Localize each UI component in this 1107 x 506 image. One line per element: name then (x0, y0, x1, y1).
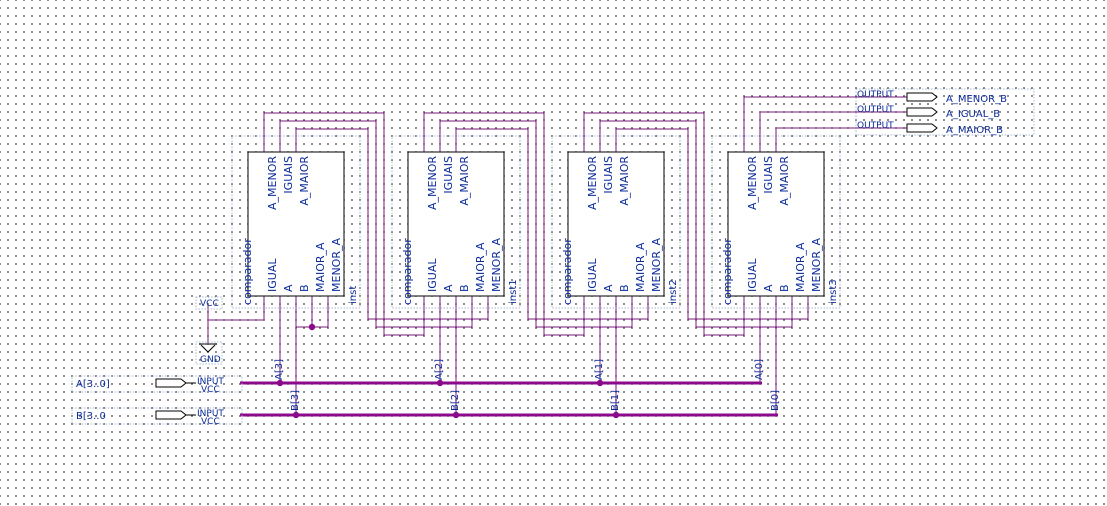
junction-dot (276, 379, 284, 387)
pin-label-igual: IGUAL (746, 258, 759, 292)
bus-tap-label: A[0] (754, 359, 765, 380)
comparador-block-3[interactable]: A_MENOR IGUAIS A_MAIOR comparador IGUAL … (711, 135, 841, 309)
input-pin-a[interactable]: A[3..0] INPUT VCC (71, 375, 243, 395)
block-type-label: comparador (401, 238, 414, 305)
junction-dot (596, 379, 604, 387)
comparador-block-1[interactable]: A_MENOR IGUAIS A_MAIOR comparador IGUAL … (391, 135, 521, 309)
pin-label-maior-a: MAIOR_A (474, 242, 487, 292)
vcc-symbol[interactable]: VCC (195, 296, 223, 310)
block-type-label: comparador (721, 238, 734, 305)
output-pin-a-igual-b[interactable]: OUTPUT A_IGUAL_B (857, 105, 1000, 120)
pin-label-iguais: IGUAIS (762, 156, 775, 194)
pin-label-iguais: IGUAIS (282, 156, 295, 194)
pin-label-menor-a: MENOR_A (330, 238, 343, 292)
junction-dot (292, 411, 300, 419)
pin-label-a: A (442, 284, 455, 292)
pin-label-iguais: IGUAIS (602, 156, 615, 194)
pin-label-a-maior: A_MAIOR (778, 156, 791, 206)
input-type: INPUT (197, 377, 224, 387)
instance-label: inst1 (508, 279, 519, 304)
pin-label-a-menor: A_MENOR (266, 156, 279, 210)
instance-label: inst (348, 286, 359, 304)
junction-dots (276, 323, 620, 419)
vcc-label: VCC (200, 299, 219, 309)
input-name: B[3..0 (76, 411, 106, 422)
input-default: VCC (201, 385, 220, 395)
gnd-symbol[interactable]: GND (195, 341, 223, 365)
comparador-block-2[interactable]: A_MENOR IGUAIS A_MAIOR comparador IGUAL … (551, 135, 681, 309)
pin-label-a: A (602, 284, 615, 292)
instance-label: inst3 (828, 279, 839, 304)
output-pin-a-menor-b[interactable]: OUTPUT A_MENOR_B (857, 90, 1007, 105)
bus-tap-label: B[0] (770, 390, 781, 411)
pin-label-igual: IGUAL (586, 258, 599, 292)
block-type-label: comparador (241, 238, 254, 305)
gnd-label: GND (200, 355, 221, 365)
bus-tap-label: B[1] (610, 390, 621, 411)
pin-label-maior-a: MAIOR_A (314, 242, 327, 292)
output-name: A_IGUAL_B (946, 109, 1000, 120)
pin-label-a-menor: A_MENOR (586, 156, 599, 210)
junction-dot (452, 411, 460, 419)
bus-tap-label: A[3] (274, 359, 285, 380)
junction-dot (612, 411, 620, 419)
output-type: OUTPUT (857, 90, 894, 100)
input-type: INPUT (197, 409, 224, 419)
pin-label-b: B (618, 284, 631, 292)
pin-label-menor-a: MENOR_A (490, 238, 503, 292)
bus-tap-label: B[3] (290, 390, 301, 411)
pin-label-iguais: IGUAIS (442, 156, 455, 194)
bus-tap-label: A[2] (434, 359, 445, 380)
pin-label-b: B (458, 284, 471, 292)
pin-label-maior-a: MAIOR_A (634, 242, 647, 292)
pin-label-a-maior: A_MAIOR (298, 156, 311, 206)
pin-label-a: A (762, 284, 775, 292)
output-type: OUTPUT (857, 105, 894, 115)
bus-tap-labels: A[3] A[2] A[1] A[0] B[3] B[2] B[1] B[0] (274, 359, 781, 411)
pin-label-igual: IGUAL (426, 258, 439, 292)
output-pins (855, 88, 1035, 136)
pin-label-b: B (298, 284, 311, 292)
comparador-block-0[interactable]: A_MENOR IGUAIS A_MAIOR comparador IGUAL … (231, 135, 361, 309)
pin-label-b: B (778, 284, 791, 292)
pin-label-maior-a: MAIOR_A (794, 242, 807, 292)
bus-tap-label: A[1] (594, 359, 605, 380)
input-default: VCC (201, 417, 220, 427)
pin-label-a-maior: A_MAIOR (458, 156, 471, 206)
pin-label-igual: IGUAL (266, 258, 279, 292)
buses (240, 381, 778, 417)
pin-label-a-maior: A_MAIOR (618, 156, 631, 206)
pin-label-menor-a: MENOR_A (650, 238, 663, 292)
pin-label-a: A (282, 284, 295, 292)
junction-dot (436, 379, 444, 387)
input-pin-b[interactable]: B[3..0 INPUT VCC (71, 407, 243, 427)
output-type: OUTPUT (857, 121, 894, 131)
output-name: A_MENOR_B (946, 94, 1007, 105)
signal-wires (207, 96, 907, 415)
junction-dot (308, 323, 316, 331)
pin-label-menor-a: MENOR_A (810, 238, 823, 292)
input-name: A[3..0] (76, 379, 110, 390)
block-type-label: comparador (561, 238, 574, 305)
pin-label-a-menor: A_MENOR (426, 156, 439, 210)
bus-tap-label: B[2] (450, 390, 461, 411)
pin-label-a-menor: A_MENOR (746, 156, 759, 210)
output-name: A_MAIOR_B (946, 125, 1003, 136)
instance-label: inst2 (668, 279, 679, 304)
output-pin-a-maior-b[interactable]: OUTPUT A_MAIOR_B (857, 121, 1003, 136)
